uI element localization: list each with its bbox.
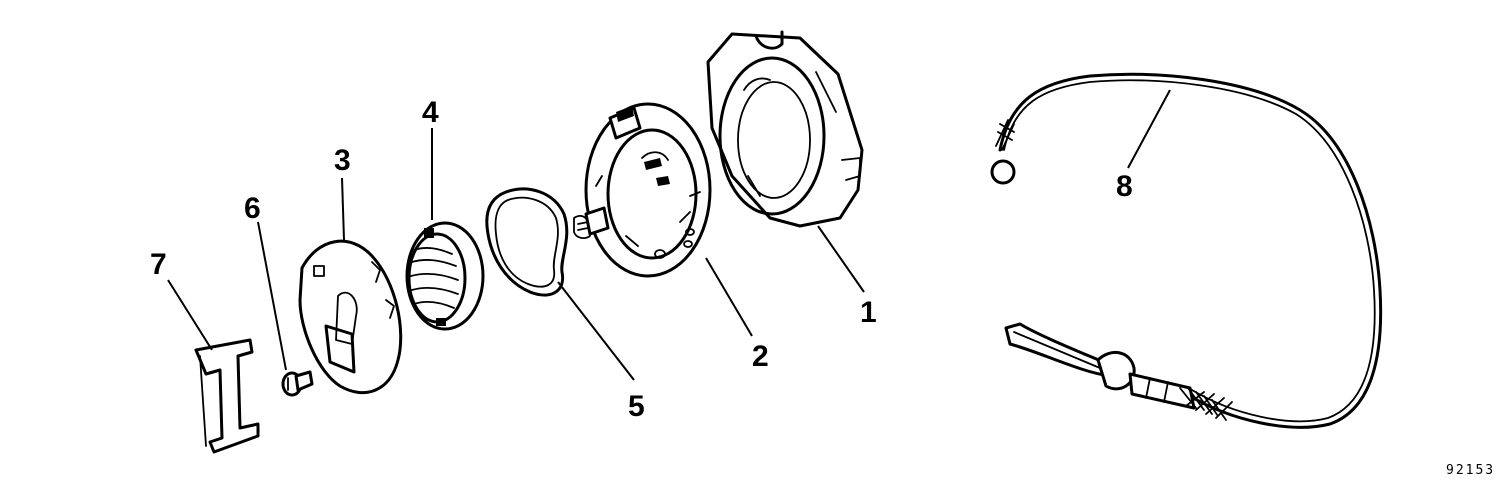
part-7-clip (194, 338, 260, 454)
part-label-2: 2 (752, 340, 769, 373)
leader-line-2 (705, 257, 753, 337)
figure-number: 92153 (1446, 463, 1495, 478)
part-1-clamp-ring (706, 30, 864, 228)
leader-line-8 (1127, 89, 1171, 169)
leader-line-5 (557, 281, 635, 381)
leader-line-1 (817, 225, 865, 293)
part-label-8: 8 (1116, 170, 1133, 203)
leader-line-3 (341, 177, 345, 241)
leader-line-6 (257, 221, 287, 371)
part-label-1: 1 (860, 296, 877, 329)
part-6-screw (281, 370, 314, 397)
part-3-retainer-plate (298, 239, 403, 395)
leader-line-7 (167, 279, 213, 351)
part-5-o-ring (485, 187, 569, 297)
part-label-5: 5 (628, 390, 645, 423)
part-label-4: 4 (422, 96, 439, 129)
part-label-7: 7 (150, 248, 167, 281)
part-8-lanyard (990, 72, 1383, 429)
part-4-spring-bushing (405, 221, 485, 331)
part-label-3: 3 (334, 144, 351, 177)
part-2-switch-housing (573, 102, 712, 278)
part-label-6: 6 (244, 192, 261, 225)
